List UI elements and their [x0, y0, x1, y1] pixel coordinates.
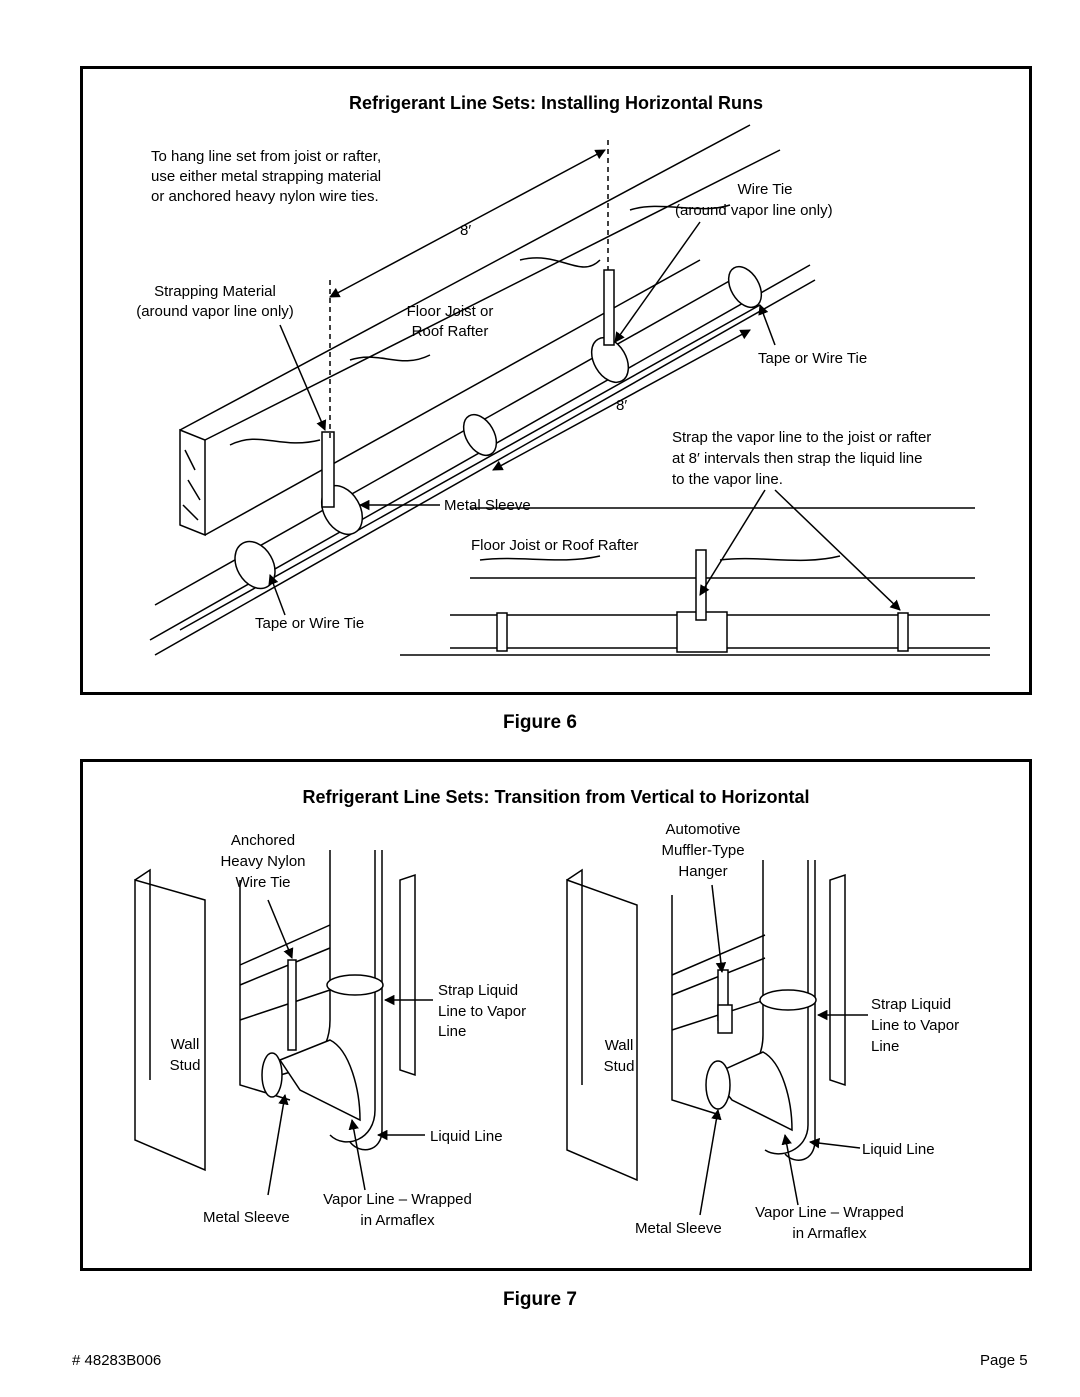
right-liquid-line-label: Liquid Line [862, 1141, 935, 1158]
right-hanger-label: Hanger [678, 863, 728, 880]
figure-6-caption: Figure 6 [503, 712, 577, 733]
right-vapor-line-label: Vapor Line – Wrapped [755, 1204, 904, 1221]
right-automotive-label: Automotive [665, 821, 741, 838]
left-stud-label: Stud [169, 1057, 201, 1074]
left-liquid-line-label: Liquid Line [430, 1128, 503, 1145]
left-wall-label: Wall [170, 1036, 200, 1053]
metal-sleeve-label: Metal Sleeve [444, 497, 531, 514]
right-strap-liquid-line-1: Strap Liquid [871, 996, 952, 1013]
left-metal-sleeve-label: Metal Sleeve [203, 1209, 290, 1226]
figure-6-title: Refrigerant Line Sets: Installing Horizo… [348, 93, 764, 113]
figure-7-frame: Refrigerant Line Sets: Transition from V… [80, 759, 1032, 1271]
right-strap-liquid-line-3: Line [871, 1038, 900, 1055]
left-strap-liquid-line-1: Strap Liquid [438, 982, 519, 999]
right-armaflex-label: in Armaflex [792, 1225, 867, 1242]
strapping-material-label: Strapping Material [154, 283, 276, 300]
roof-rafter-label: Roof Rafter [411, 323, 489, 340]
right-stud-label: Stud [603, 1058, 635, 1075]
tape-wire-tie-left-label: Tape or Wire Tie [255, 615, 365, 632]
floor-joist-label: Floor Joist or [406, 303, 494, 320]
figure-7-caption: Figure 7 [503, 1289, 577, 1310]
hang-note-line-3: or anchored heavy nylon wire ties. [151, 188, 379, 205]
floor-joist-roof-rafter-label: Floor Joist or Roof Rafter [471, 537, 639, 554]
strap-note-line-3: to the vapor line. [672, 471, 783, 488]
strapping-material-sublabel: (around vapor line only) [136, 303, 294, 320]
dimension-8ft-mid: 8′ [616, 397, 628, 414]
left-strap-liquid-line-2: Line to Vapor [438, 1003, 527, 1020]
wire-tie-sublabel: (around vapor line only) [675, 202, 833, 219]
left-armaflex-label: in Armaflex [360, 1212, 435, 1229]
right-strap-liquid-line-2: Line to Vapor [871, 1017, 960, 1034]
right-wall-label: Wall [604, 1037, 634, 1054]
left-wire-tie-label: Wire Tie [235, 874, 291, 891]
document-number: # 48283B006 [72, 1352, 162, 1369]
dimension-8ft-top: 8′ [460, 222, 472, 239]
left-strap-liquid-line-3: Line [438, 1023, 467, 1040]
right-metal-sleeve-label: Metal Sleeve [635, 1220, 722, 1237]
figure-7-title: Refrigerant Line Sets: Transition from V… [302, 787, 810, 807]
page-number: Page 5 [980, 1352, 1028, 1369]
left-anchored-label: Anchored [230, 832, 296, 849]
left-heavy-nylon-label: Heavy Nylon [220, 853, 306, 870]
figure-6-frame: Refrigerant Line Sets: Installing Horizo… [80, 66, 1032, 695]
left-vapor-line-label: Vapor Line – Wrapped [323, 1191, 472, 1208]
tape-wire-tie-right-label: Tape or Wire Tie [758, 350, 868, 367]
strap-note-line-2: at 8′ intervals then strap the liquid li… [672, 450, 923, 467]
strap-note-line-1: Strap the vapor line to the joist or raf… [672, 429, 932, 446]
wire-tie-label: Wire Tie [737, 181, 793, 198]
hang-note-line-2: use either metal strapping material [151, 168, 382, 185]
right-muffler-type-label: Muffler-Type [661, 842, 745, 859]
hang-note-line-1: To hang line set from joist or rafter, [151, 148, 382, 165]
